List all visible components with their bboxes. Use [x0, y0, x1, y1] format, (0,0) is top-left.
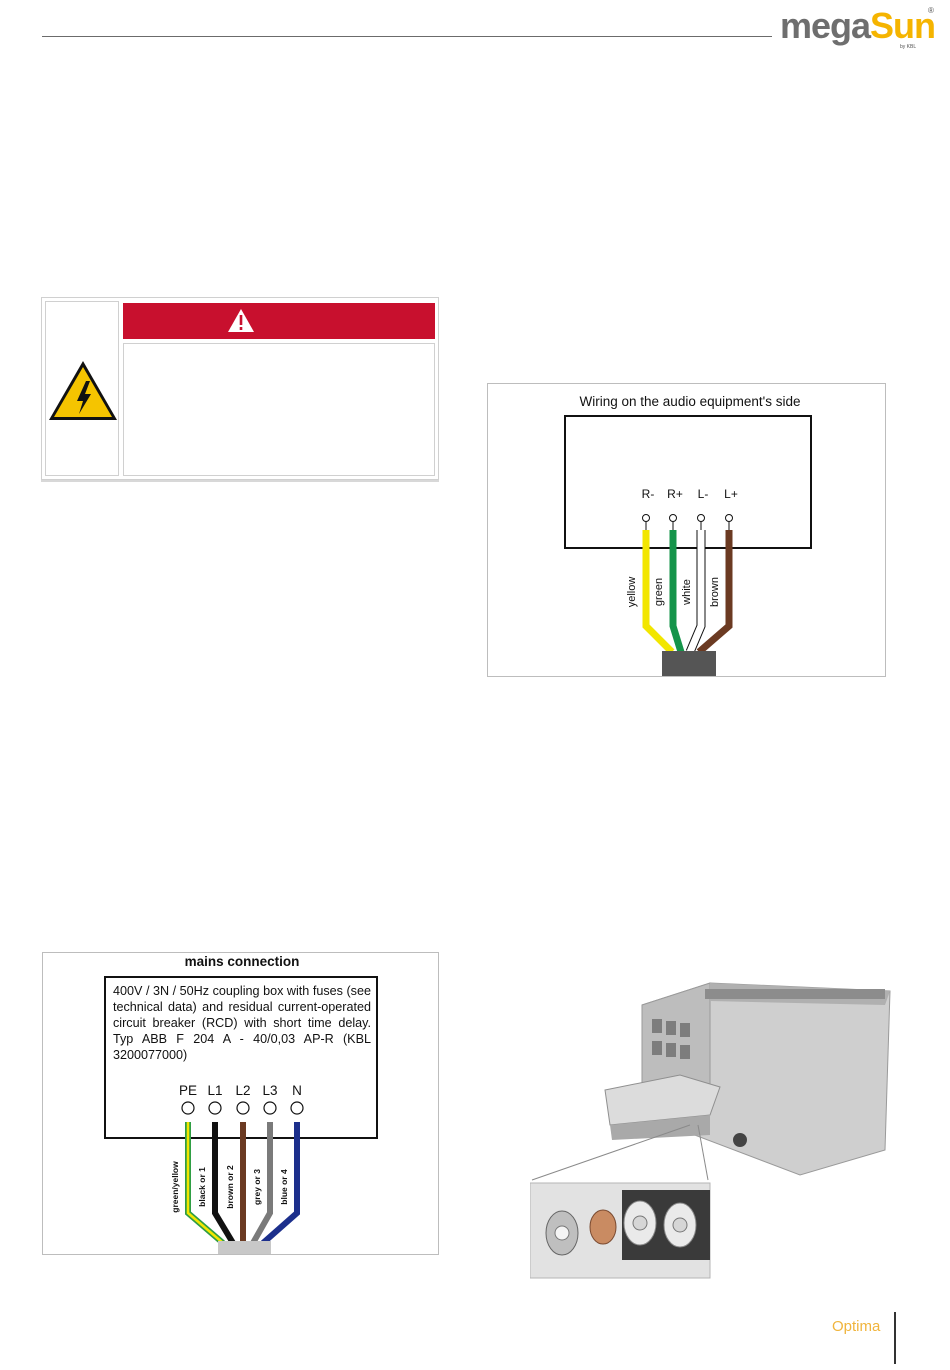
audio-wire-brown [696, 530, 733, 655]
mains-terminal-point [290, 1101, 304, 1115]
mains-wire-label: brown or 2 [225, 1165, 235, 1209]
danger-body [123, 343, 435, 476]
mains-terminal-label: L3 [262, 1083, 277, 1098]
audio-terminal-label: L+ [724, 487, 738, 501]
high-voltage-warning-icon [49, 361, 117, 420]
mains-terminal-point [263, 1101, 277, 1115]
mains-wire [212, 1122, 236, 1245]
logo-text-mega: mega [780, 5, 871, 46]
danger-header-bar [123, 303, 435, 339]
mains-wire [250, 1122, 273, 1245]
audio-terminal-label: L- [698, 487, 709, 501]
audio-wire-yellow [642, 530, 675, 655]
mains-wire-stripe [186, 1122, 224, 1244]
mains-diagram-title: mains connection [185, 954, 300, 969]
audio-wire-green [669, 530, 685, 654]
mains-cable-jacket [218, 1241, 271, 1254]
audio-wire-white [686, 530, 705, 654]
audio-cable-jacket [662, 651, 716, 676]
mains-wire-label: blue or 4 [279, 1169, 289, 1205]
footer-product-name: Optima [832, 1318, 881, 1335]
footer-rule [894, 1312, 896, 1364]
header-rule [42, 36, 772, 37]
mains-wire [261, 1122, 300, 1246]
logo-subtitle: by KBL [900, 44, 917, 50]
mains-wire-label: black or 1 [197, 1167, 207, 1207]
audio-terminal-point [642, 514, 650, 522]
danger-notice [41, 297, 439, 480]
audio-equipment-box [564, 415, 812, 549]
device-photo [529, 975, 900, 1280]
coupling-box-description: 400V / 3N / 50Hz coupling box with fuses… [113, 984, 371, 1062]
registered-mark: ® [928, 6, 934, 15]
audio-terminal-point [725, 514, 733, 522]
mains-terminal-label: PE [179, 1083, 197, 1098]
brand-logo: megaSun by KBL ® [780, 5, 940, 51]
warning-triangle-icon [228, 309, 254, 332]
mains-wire-label: grey or 3 [252, 1169, 262, 1205]
mains-terminal-point [236, 1101, 250, 1115]
danger-icon-cell [45, 301, 119, 476]
audio-wire-label: white [681, 579, 693, 606]
mains-terminal-label: L2 [235, 1083, 250, 1098]
audio-wire-label: brown [709, 577, 721, 607]
audio-terminal-label: R- [642, 487, 655, 501]
mains-terminal-point [181, 1101, 195, 1115]
mains-wire-label: green/yellow [170, 1161, 180, 1213]
audio-terminal-label: R+ [667, 487, 683, 501]
mains-terminal-point [208, 1101, 222, 1115]
danger-underline [41, 480, 439, 482]
mains-terminal-label: L1 [207, 1083, 222, 1098]
logo-text-sun: Sun [870, 5, 936, 46]
audio-diagram-title: Wiring on the audio equipment's side [580, 394, 801, 409]
audio-wire-label: green [653, 578, 665, 606]
audio-wiring-diagram: Wiring on the audio equipment's side R- R… [487, 383, 886, 677]
mains-terminal-label: N [292, 1083, 302, 1098]
audio-wire-label: yellow [626, 577, 638, 608]
audio-terminal-point [697, 514, 705, 522]
audio-terminal-point [669, 514, 677, 522]
